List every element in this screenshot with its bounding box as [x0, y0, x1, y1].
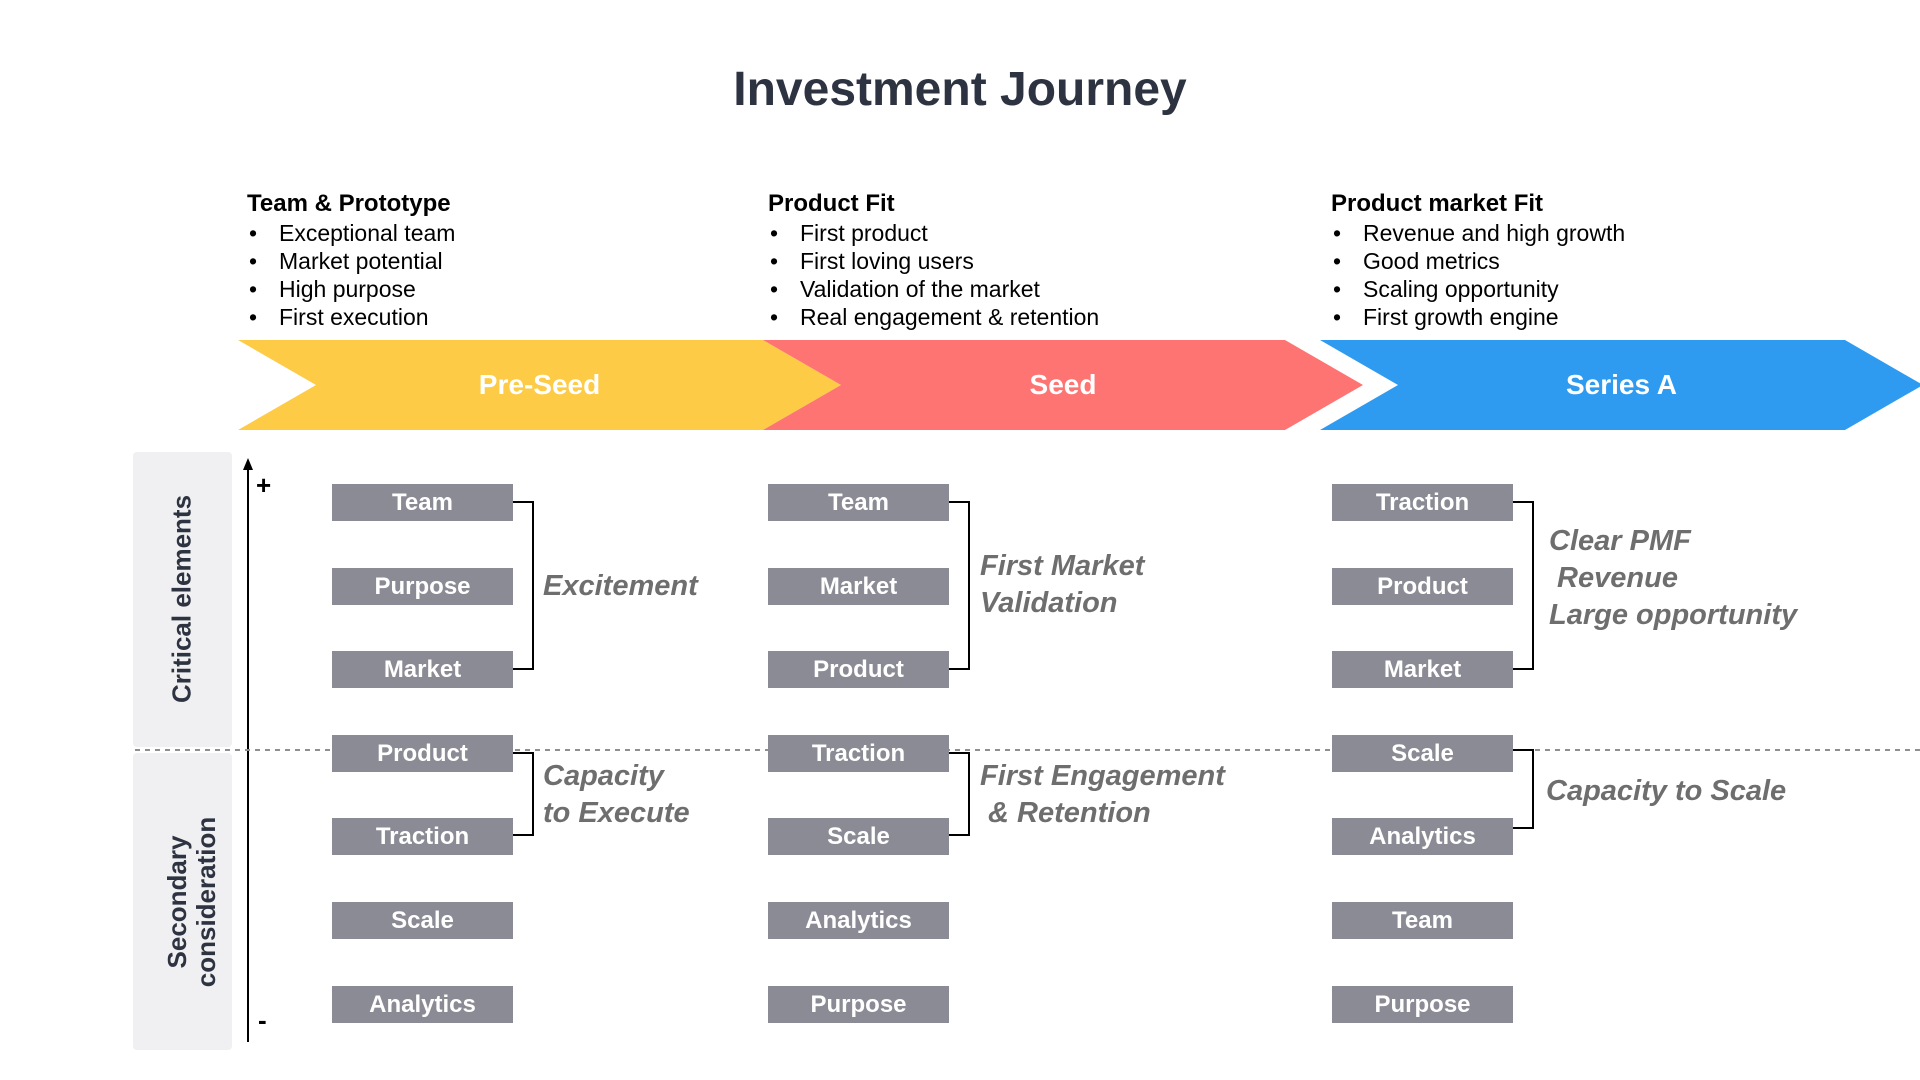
stage-heading-seed: Product Fit First product First loving u…	[768, 190, 1328, 331]
element-box: Purpose	[768, 986, 949, 1023]
page-title: Investment Journey	[733, 63, 1187, 116]
element-box: Market	[332, 651, 513, 688]
stage-heading-title: Product market Fit	[1331, 190, 1544, 217]
element-box: Scale	[768, 818, 949, 855]
arrow-label-pre-seed: Pre-Seed	[478, 369, 601, 400]
axis-minus-label: -	[258, 1005, 267, 1035]
arrow-label-series-a: Series A	[1565, 369, 1678, 400]
bullet-item: High purpose	[247, 275, 807, 303]
bullet-item: Market potential	[247, 247, 807, 275]
bullet-item: First loving users	[768, 247, 1328, 275]
group-label-clear-pmf: Clear PMF Revenue Large opportunity	[1549, 525, 1798, 631]
element-box: Scale	[332, 902, 513, 939]
stage-heading-pre-seed: Team & Prototype Exceptional team Market…	[247, 190, 807, 331]
element-box: Team	[768, 484, 949, 521]
critical-panel	[133, 452, 232, 747]
secondary-label-line-1: Secondary	[162, 835, 192, 969]
bullet-item: Good metrics	[1331, 247, 1891, 275]
arrow-seed	[763, 340, 1363, 430]
element-box: Analytics	[1332, 818, 1513, 855]
axis-plus-label: +	[256, 470, 272, 500]
arrow-pre-seed	[238, 340, 841, 430]
group-label-capacity-to-execute: Capacity to Execute	[543, 760, 690, 829]
secondary-label-line-2: consideration	[191, 816, 221, 988]
bullet-item: Scaling opportunity	[1331, 275, 1891, 303]
secondary-consideration-label: Secondary consideration	[162, 816, 221, 988]
element-box: Product	[768, 651, 949, 688]
stage-heading-title: Product Fit	[768, 190, 895, 217]
element-box: Team	[332, 484, 513, 521]
group-label-excitement: Excitement	[543, 570, 698, 602]
stage-heading-series-a: Product market Fit Revenue and high grow…	[1331, 190, 1891, 331]
arrow-label-seed: Seed	[1029, 369, 1097, 400]
bullet-item: First growth engine	[1331, 303, 1891, 331]
bullet-item: Revenue and high growth	[1331, 219, 1891, 247]
stage-bullet-list: Exceptional team Market potential High p…	[247, 219, 807, 331]
bullet-item: Exceptional team	[247, 219, 807, 247]
element-box: Product	[1332, 568, 1513, 605]
bullet-item: First execution	[247, 303, 807, 331]
stage-bullet-list: Revenue and high growth Good metrics Sca…	[1331, 219, 1891, 331]
element-box: Purpose	[1332, 986, 1513, 1023]
element-box: Traction	[1332, 484, 1513, 521]
element-box: Scale	[1332, 735, 1513, 772]
element-box: Market	[1332, 651, 1513, 688]
element-box: Analytics	[768, 902, 949, 939]
stage-heading-title: Team & Prototype	[247, 190, 451, 217]
bullet-item: Real engagement & retention	[768, 303, 1328, 331]
arrow-series-a	[1320, 340, 1920, 430]
secondary-panel	[133, 753, 232, 1050]
element-box: Purpose	[332, 568, 513, 605]
element-box: Market	[768, 568, 949, 605]
group-label-first-engagement-retention: First Engagement & Retention	[980, 760, 1225, 829]
element-box: Traction	[332, 818, 513, 855]
element-box: Traction	[768, 735, 949, 772]
element-box: Team	[1332, 902, 1513, 939]
group-label-first-market-validation: First Market Validation	[980, 550, 1145, 619]
element-box: Analytics	[332, 986, 513, 1023]
group-label-capacity-to-scale: Capacity to Scale	[1546, 775, 1787, 807]
critical-elements-label: Critical elements	[166, 494, 197, 704]
bullet-item: First product	[768, 219, 1328, 247]
bullet-item: Validation of the market	[768, 275, 1328, 303]
element-box: Product	[332, 735, 513, 772]
stage-bullet-list: First product First loving users Validat…	[768, 219, 1328, 331]
